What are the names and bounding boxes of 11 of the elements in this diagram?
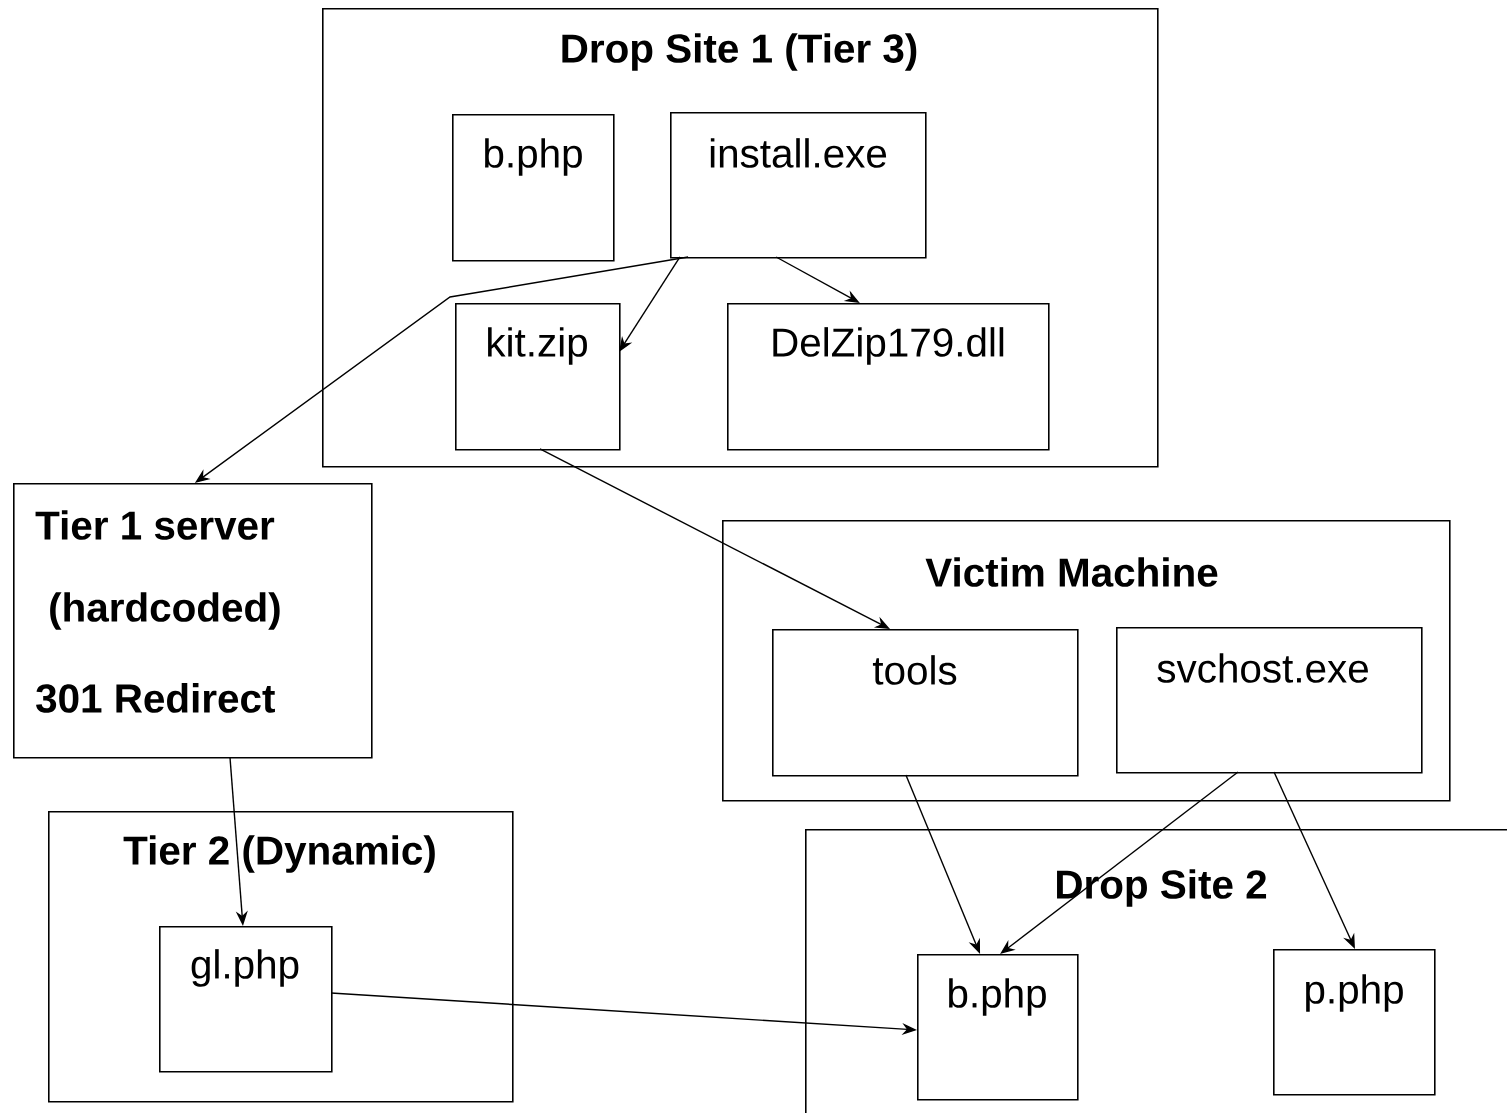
file-box: DelZip179.dll [727,303,1050,451]
file-box: p.php [1273,949,1436,1096]
file-box: kit.zip [455,303,621,451]
arrow [1000,771,1239,954]
file-box: b.php [452,114,615,262]
container-box: Tier 1 server (hardcoded) 301 Redirect [13,483,373,759]
file-box: install.exe [670,112,927,259]
file-box: svchost.exe [1116,627,1423,774]
file-box: gl.php [159,926,333,1073]
file-box: tools [772,629,1079,777]
file-box: b.php [917,954,1079,1101]
